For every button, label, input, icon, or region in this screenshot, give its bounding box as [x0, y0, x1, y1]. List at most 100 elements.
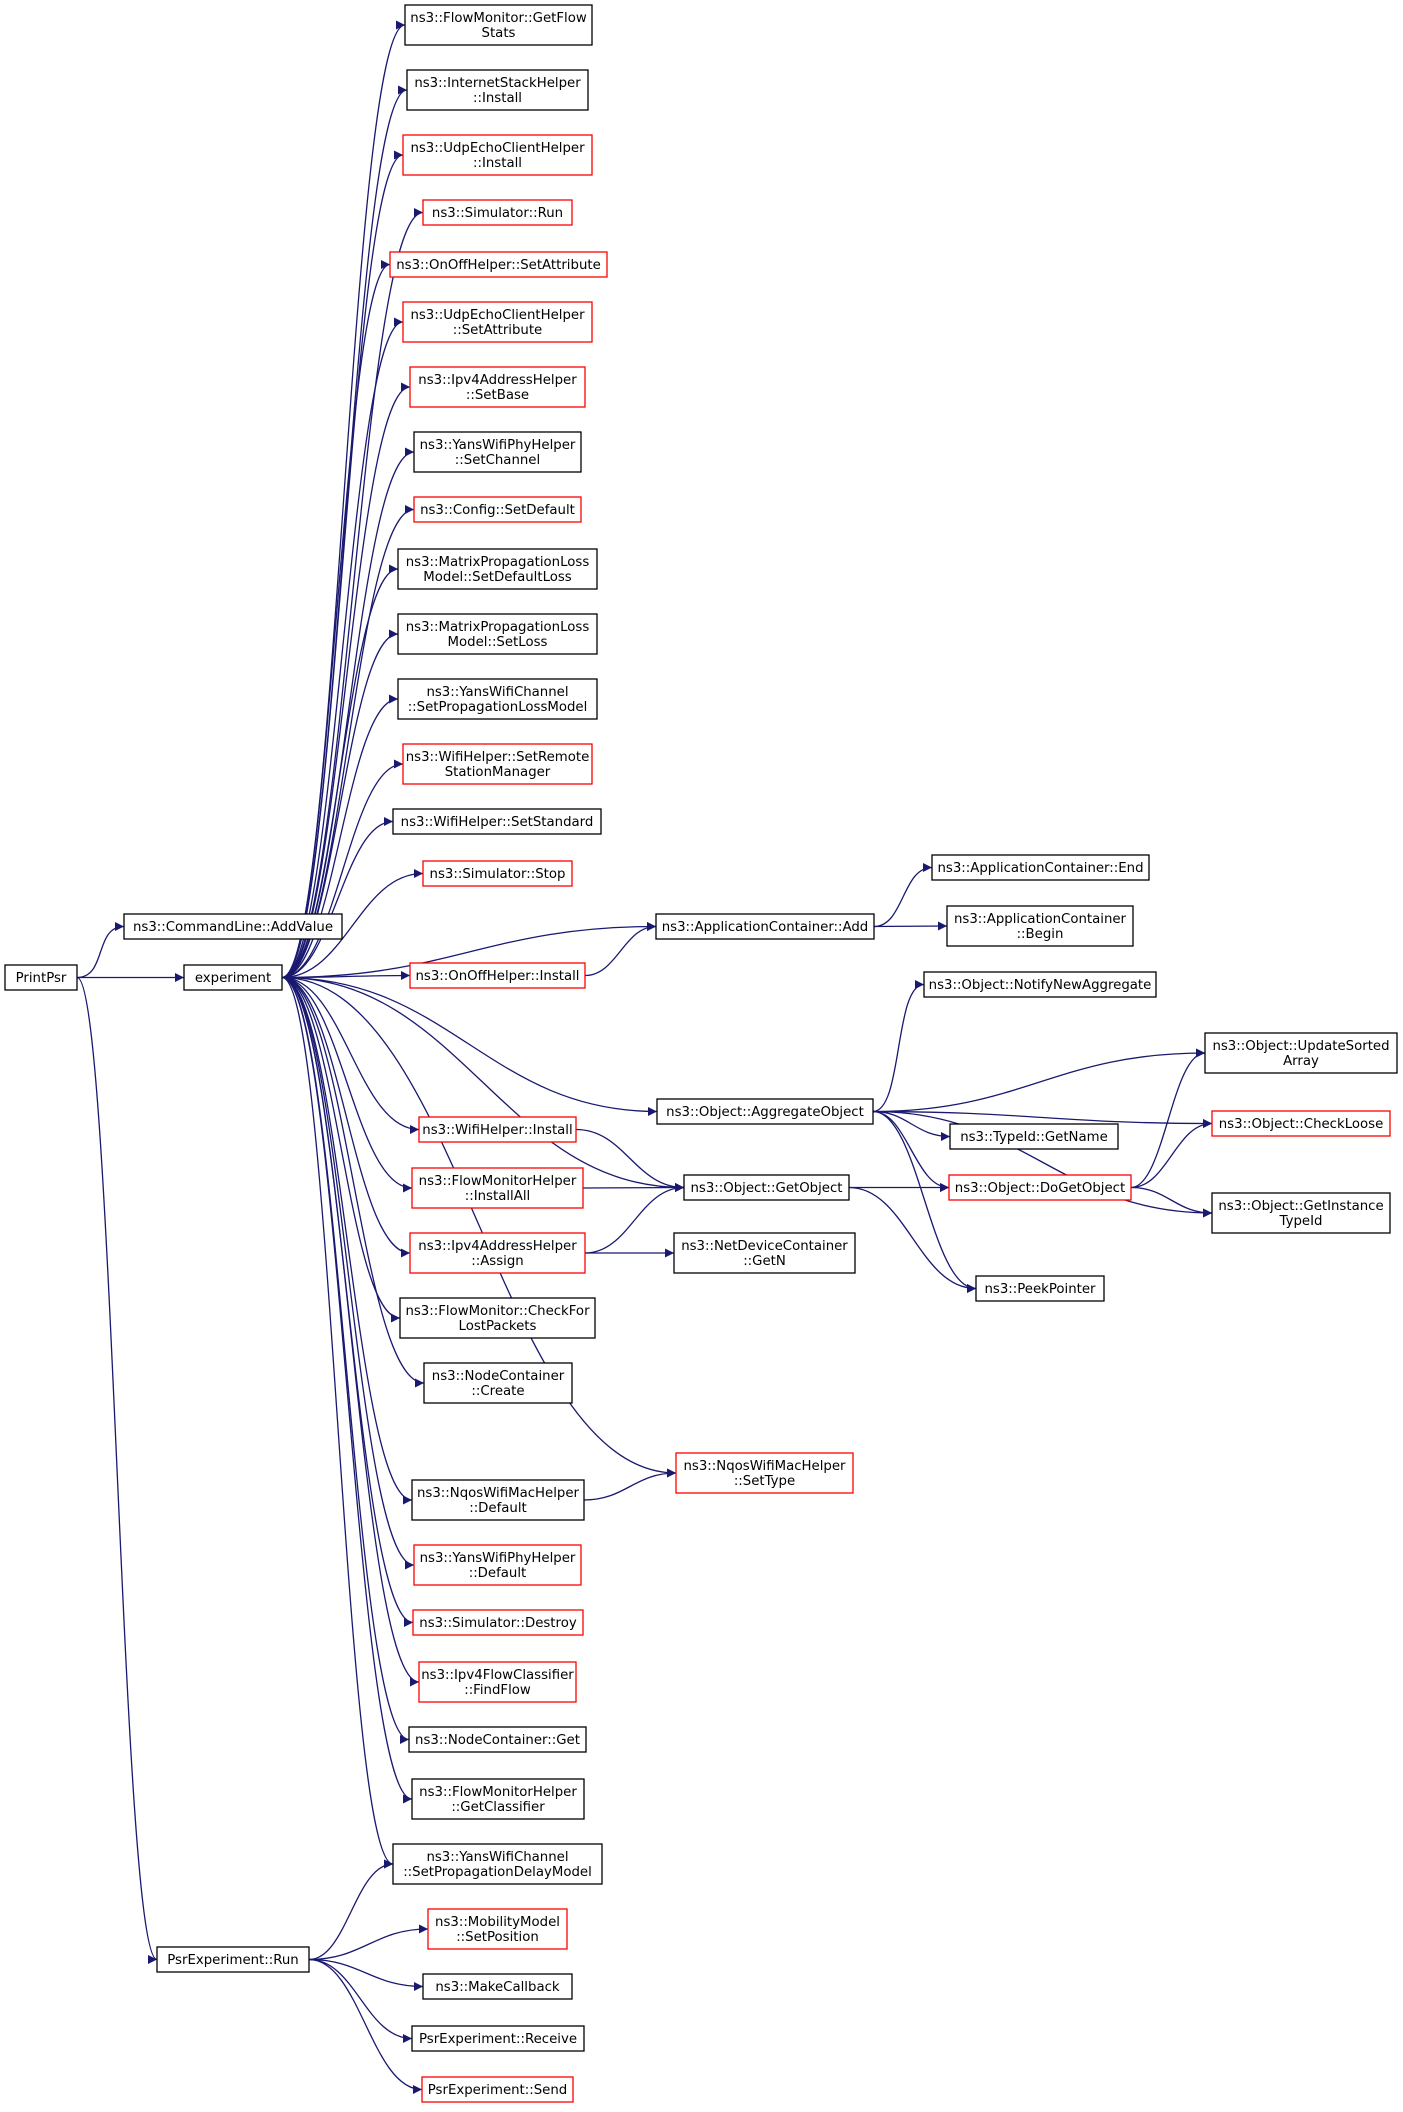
node-ipv4setbase[interactable]: ns3::Ipv4AddressHelper::SetBase: [409, 366, 586, 408]
node-fmhgetclassifier[interactable]: ns3::FlowMonitorHelper::GetClassifier: [411, 1778, 585, 1820]
edge-psrrun-to-psrsend: [308, 1958, 423, 2094]
node-label: ::SetPropagationDelayModel: [403, 1865, 592, 1880]
node-appbegin[interactable]: ns3::ApplicationContainer::Begin: [946, 905, 1134, 947]
node-box: [418, 1661, 577, 1703]
node-inetinstall[interactable]: ns3::InternetStackHelper::Install: [406, 69, 589, 111]
node-label: StationManager: [445, 765, 551, 780]
node-label: ns3::WifiHelper::SetStandard: [401, 815, 594, 830]
node-box: [408, 1726, 587, 1753]
node-label: ns3::OnOffHelper::SetAttribute: [396, 258, 601, 273]
node-box: [411, 1778, 585, 1820]
node-box: [397, 678, 598, 720]
node-aggregate[interactable]: ns3::Object::AggregateObject: [656, 1098, 874, 1125]
node-label: ns3::PeekPointer: [984, 1282, 1096, 1297]
node-ipv4assign[interactable]: ns3::Ipv4AddressHelper::Assign: [409, 1232, 586, 1274]
node-notifynewagg[interactable]: ns3::Object::NotifyNewAggregate: [923, 971, 1157, 998]
node-nqossettype[interactable]: ns3::NqosWifiMacHelper::SetType: [675, 1452, 854, 1494]
node-ipv4findflow[interactable]: ns3::Ipv4FlowClassifier::FindFlow: [418, 1661, 577, 1703]
node-box: [948, 1174, 1132, 1201]
node-box: [931, 854, 1150, 881]
node-label: LostPackets: [459, 1319, 537, 1334]
node-udpinstall[interactable]: ns3::UdpEchoClientHelper::Install: [402, 134, 593, 176]
node-label: ns3::YansWifiChannel: [426, 685, 568, 700]
node-label: ::Create: [471, 1384, 524, 1399]
node-nodeget[interactable]: ns3::NodeContainer::Get: [408, 1726, 587, 1753]
node-psrrun[interactable]: PsrExperiment::Run: [156, 1946, 310, 1973]
node-udpsetattr[interactable]: ns3::UdpEchoClientHelper::SetAttribute: [402, 301, 593, 343]
node-label: ns3::Simulator::Run: [432, 206, 563, 221]
node-typeidgetname[interactable]: ns3::TypeId::GetName: [949, 1123, 1119, 1150]
edge-nqosdefault-to-nqossettype: [583, 1468, 677, 1501]
node-nqosdefault[interactable]: ns3::NqosWifiMacHelper::Default: [411, 1479, 585, 1521]
node-psrsend[interactable]: PsrExperiment::Send: [421, 2076, 574, 2103]
node-label: ns3::Ipv4AddressHelper: [418, 1239, 577, 1254]
node-nodecreate[interactable]: ns3::NodeContainer::Create: [423, 1362, 573, 1404]
edge-experiment-to-matrixsetloss: [281, 629, 399, 979]
edge-experiment-to-fmhgetclassifier: [281, 976, 413, 1804]
node-box: [949, 1123, 1119, 1150]
node-makecallback[interactable]: ns3::MakeCallback: [422, 1973, 573, 2000]
node-wifiinstall[interactable]: ns3::WifiHelper::Install: [418, 1116, 577, 1143]
node-label: ns3::UdpEchoClientHelper: [410, 308, 585, 323]
node-label: ns3::Config::SetDefault: [420, 503, 575, 518]
node-onoffinstall[interactable]: ns3::OnOffHelper::Install: [409, 962, 586, 989]
node-label: ::SetChannel: [455, 453, 540, 468]
node-simstop[interactable]: ns3::Simulator::Stop: [422, 860, 573, 887]
node-box: [413, 496, 582, 523]
node-configsetdefault[interactable]: ns3::Config::SetDefault: [413, 496, 582, 523]
node-simrun[interactable]: ns3::Simulator::Run: [422, 199, 573, 226]
node-yanssetpropdelay[interactable]: ns3::YansWifiChannel::SetPropagationDela…: [392, 1843, 603, 1885]
node-label: ns3::Object::UpdateSorted: [1212, 1039, 1389, 1054]
node-peekpointer[interactable]: ns3::PeekPointer: [975, 1275, 1105, 1302]
edge-experiment-to-ipv4findflow: [281, 976, 420, 1687]
node-mobilitysetpos[interactable]: ns3::MobilityModel::SetPosition: [427, 1908, 568, 1950]
node-fmhinstallall[interactable]: ns3::FlowMonitorHelper::InstallAll: [411, 1167, 584, 1209]
node-box: [402, 134, 593, 176]
node-box: [413, 431, 582, 473]
node-experiment[interactable]: experiment: [183, 964, 283, 991]
node-label: ns3::NodeContainer::Get: [415, 1733, 580, 1748]
node-label: ns3::Simulator::Stop: [430, 867, 566, 882]
node-simdestroy[interactable]: ns3::Simulator::Destroy: [412, 1609, 584, 1636]
node-label: ::SetPropagationLossModel: [408, 700, 588, 715]
edges-layer: [76, 20, 1213, 2094]
node-netdevgetn[interactable]: ns3::NetDeviceContainer::GetN: [673, 1232, 856, 1274]
node-label: ::Install: [473, 156, 522, 171]
edge-wifiinstall-to-getobject: [575, 1128, 685, 1192]
node-box: [397, 613, 598, 655]
node-box: [123, 913, 343, 940]
node-label: ::SetAttribute: [453, 323, 543, 338]
edge-experiment-to-matrixdefaultloss: [281, 564, 399, 979]
node-matrixdefaultloss[interactable]: ns3::MatrixPropagationLossModel::SetDefa…: [397, 548, 598, 590]
node-checkloose[interactable]: ns3::Object::CheckLoose: [1211, 1110, 1391, 1137]
node-label: ::SetType: [734, 1474, 795, 1489]
node-yanssetproploss[interactable]: ns3::YansWifiChannel::SetPropagationLoss…: [397, 678, 598, 720]
node-label: ns3::NqosWifiMacHelper: [683, 1459, 846, 1474]
node-append[interactable]: ns3::ApplicationContainer::End: [931, 854, 1150, 881]
node-yanssetchannel[interactable]: ns3::YansWifiPhyHelper::SetChannel: [413, 431, 582, 473]
node-label: ns3::ApplicationContainer::Add: [662, 920, 869, 935]
node-appadd[interactable]: ns3::ApplicationContainer::Add: [655, 913, 875, 940]
node-label: ::InstallAll: [465, 1189, 530, 1204]
node-wifisetstandard[interactable]: ns3::WifiHelper::SetStandard: [392, 808, 602, 835]
node-label: ::Install: [473, 91, 522, 106]
node-label: ns3::UdpEchoClientHelper: [410, 141, 585, 156]
node-box: [655, 913, 875, 940]
edge-aggregate-to-dogetobject: [872, 1110, 950, 1192]
node-label: ::SetPosition: [456, 1930, 539, 1945]
edge-experiment-to-yansphydefault: [281, 976, 415, 1570]
node-dogetobject[interactable]: ns3::Object::DoGetObject: [948, 1174, 1132, 1201]
node-yansphydefault[interactable]: ns3::YansWifiPhyHelper::Default: [413, 1544, 582, 1586]
node-label: ns3::NetDeviceContainer: [681, 1239, 848, 1254]
node-addvalue[interactable]: ns3::CommandLine::AddValue: [123, 913, 343, 940]
edge-experiment-to-fmhinstallall: [281, 976, 413, 1193]
node-psrreceive[interactable]: PsrExperiment::Receive: [411, 2025, 585, 2052]
node-getobject[interactable]: ns3::Object::GetObject: [683, 1174, 850, 1201]
node-onoffsetattr[interactable]: ns3::OnOffHelper::SetAttribute: [389, 251, 608, 278]
